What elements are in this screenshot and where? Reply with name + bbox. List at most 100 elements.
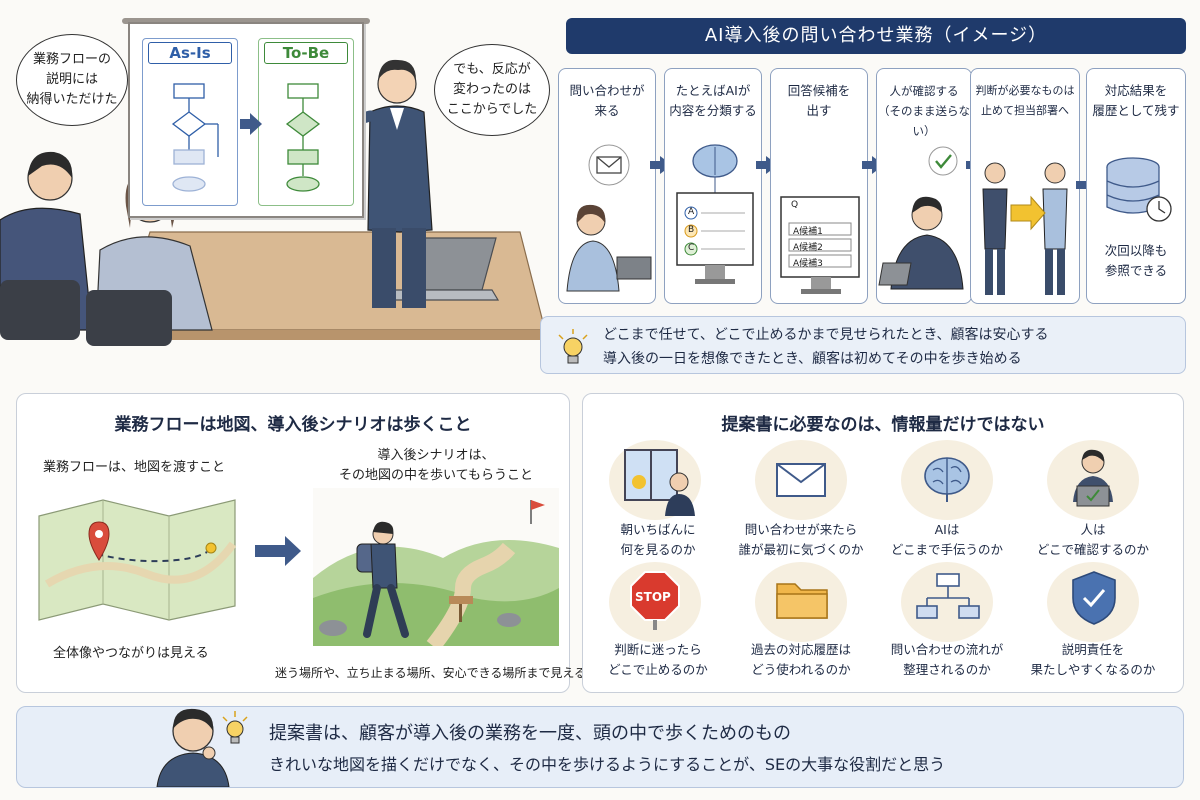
walk-caption: 導入後シナリオは、 その地図の中を歩いてもらうこと bbox=[321, 446, 551, 486]
flow-step-classify: たとえばAIが内容を分類する A B C bbox=[664, 68, 762, 304]
hiker-landscape-icon bbox=[313, 488, 559, 646]
step-text: （そのまま送らない） bbox=[878, 104, 970, 138]
bubble-left-line: 業務フローの bbox=[32, 52, 111, 67]
item-label-line: 問い合わせが来たら bbox=[744, 522, 858, 537]
stop-text: STOP bbox=[635, 590, 671, 604]
bubble-right-line: でも、反応が bbox=[453, 62, 531, 77]
item-label-line: 問い合わせの流れが bbox=[890, 642, 1004, 657]
person-laptop-icon bbox=[1073, 449, 1113, 507]
walk-caption-line: その地図の中を歩いてもらうこと bbox=[339, 468, 533, 483]
walk-caption-line: 導入後シナリオは、 bbox=[377, 448, 495, 463]
item-label-line: 何を見るのか bbox=[620, 542, 696, 557]
handover-icon bbox=[982, 162, 1068, 295]
shield-check-icon bbox=[1072, 571, 1116, 625]
step-text: たとえばAIが bbox=[675, 83, 751, 98]
step-text: 履歴として残す bbox=[1092, 103, 1180, 118]
flow-step-escalate: 判断が必要なものは止めて担当部署へ bbox=[970, 68, 1080, 304]
item-label: 説明責任を 果たしやすくなるのか bbox=[1018, 640, 1168, 680]
item-label-line: どこで止めるのか bbox=[608, 662, 708, 677]
item-label-line: 整理されるのか bbox=[903, 662, 991, 677]
bubble-left-line: 説明には bbox=[45, 72, 98, 87]
item-label: AIは どこまで手伝うのか bbox=[872, 520, 1022, 560]
item-label-line: 朝いちばんに bbox=[620, 522, 696, 537]
step-text: 問い合わせが bbox=[569, 83, 645, 98]
item-label: 問い合わせの流れが 整理されるのか bbox=[872, 640, 1022, 680]
insight-line: 導入後の一日を想像できたとき、顧客は初めてその中を歩き始める bbox=[603, 351, 1022, 367]
option-label: C bbox=[688, 243, 695, 253]
man-check-icon bbox=[878, 146, 964, 290]
step-footer: 参照できる bbox=[1104, 263, 1168, 278]
insight-line: どこまで任せて、どこで止めるかまで見せられたとき、顧客は安心する bbox=[603, 327, 1049, 343]
tobe-label: To-Be bbox=[264, 42, 348, 64]
flow-step-human-check: 人が確認する （そのまま送らない） bbox=[876, 68, 972, 304]
item-label-line: どこまで手伝うのか bbox=[890, 542, 1004, 557]
step-text: 内容を分類する bbox=[669, 103, 757, 118]
presentation-scene: As-Is To-Be 業務フローの 説明には bbox=[0, 0, 560, 385]
item-label: 朝いちばんに 何を見るのか bbox=[583, 520, 733, 560]
item-label-line: どこで確認するのか bbox=[1036, 542, 1150, 557]
folder-icon bbox=[776, 583, 828, 619]
woman-mail-icon bbox=[566, 144, 652, 292]
brain-icon bbox=[924, 457, 970, 502]
right-arrow-icon bbox=[255, 536, 301, 566]
item-label-line: 判断に迷ったら bbox=[614, 642, 702, 657]
candidate-label: A候補2 bbox=[793, 243, 823, 253]
walk-footer: 迷う場所や、立ち止まる場所、安心できる場所まで見える bbox=[275, 666, 587, 680]
step-text: 来る bbox=[594, 103, 620, 118]
conclusion-banner: 提案書は、顧客が導入後の業務を一度、頭の中で歩くためのもの きれいな地図を描くだ… bbox=[16, 706, 1184, 788]
flow-step-inquiry: 問い合わせが来る bbox=[558, 68, 656, 304]
database-clock-icon bbox=[1106, 157, 1172, 222]
flow-step-candidates: 回答候補を出す Q A候補1 A候補2 A候補3 bbox=[770, 68, 868, 304]
stop-sign-icon bbox=[630, 571, 680, 630]
item-label: 人は どこで確認するのか bbox=[1018, 520, 1168, 560]
flow-step-history: 対応結果を履歴として残す 次回以降も参照できる bbox=[1086, 68, 1186, 304]
bubble-right-line: ここからでした bbox=[446, 102, 538, 117]
flowchart-icon bbox=[916, 573, 980, 619]
candidate-label: A候補1 bbox=[793, 227, 823, 237]
speech-bubble-left: 業務フローの 説明には 納得いただけた bbox=[16, 34, 128, 126]
asis-label: As-Is bbox=[148, 42, 232, 64]
speech-bubble-right: でも、反応が 変わったのは ここからでした bbox=[434, 44, 550, 136]
proposal-panel: 提案書に必要なのは、情報量だけではない 朝いちばんに 何を見るのか 問い合わせが… bbox=[582, 393, 1184, 693]
item-label: 問い合わせが来たら 誰が最初に気づくのか bbox=[726, 520, 876, 560]
item-label: 過去の対応履歴は どう使われるのか bbox=[726, 640, 876, 680]
flowcharts bbox=[171, 83, 321, 192]
step-text: 判断が必要なものは bbox=[975, 84, 1075, 97]
step-text: 回答候補を bbox=[787, 83, 851, 98]
item-label-line: 説明責任を bbox=[1061, 642, 1125, 657]
envelope-icon bbox=[776, 463, 826, 497]
item-label-line: どう使われるのか bbox=[751, 662, 851, 677]
step-text: 対応結果を bbox=[1104, 83, 1168, 98]
projection-screen: As-Is To-Be bbox=[128, 22, 364, 218]
step-text: 人が確認する bbox=[889, 84, 959, 98]
proposal-panel-title: 提案書に必要なのは、情報量だけではない bbox=[721, 415, 1045, 435]
step-text: 止めて担当部署へ bbox=[981, 104, 1069, 117]
banner-line: きれいな地図を描くだけでなく、その中を歩けるようにすることが、SEの大事な役割だ… bbox=[269, 755, 946, 774]
window-person-icon bbox=[624, 449, 695, 516]
map-panel: 業務フローは地図、導入後シナリオは歩くこと 業務フローは、地図を渡すこと 導入後… bbox=[16, 393, 586, 693]
candidate-label: Q bbox=[791, 200, 799, 210]
item-label-line: 過去の対応履歴は bbox=[750, 642, 851, 657]
item-label: 判断に迷ったら どこで止めるのか bbox=[583, 640, 733, 680]
item-label-line: 果たしやすくなるのか bbox=[1030, 662, 1156, 677]
asis-frame bbox=[142, 38, 238, 206]
step-text: 出す bbox=[806, 103, 832, 118]
map-panel-title: 業務フローは地図、導入後シナリオは歩くこと bbox=[114, 415, 472, 435]
item-label-line: AIは bbox=[934, 522, 960, 537]
monitor-icon bbox=[780, 196, 860, 294]
candidate-label: A候補3 bbox=[793, 259, 823, 269]
brain-monitor-icon bbox=[676, 144, 754, 284]
screen-roller bbox=[122, 18, 370, 24]
bubble-left-line: 納得いただけた bbox=[26, 92, 118, 107]
banner-line: 提案書は、顧客が導入後の業務を一度、頭の中で歩くためのもの bbox=[269, 723, 791, 744]
flow-title: AI導入後の問い合わせ業務（イメージ） bbox=[566, 18, 1186, 54]
option-label: B bbox=[688, 225, 695, 235]
item-label-line: 誰が最初に気づくのか bbox=[738, 542, 864, 557]
insight-box: どこまで任せて、どこで止めるかまで見せられたとき、顧客は安心する 導入後の一日を… bbox=[540, 316, 1186, 374]
thinking-man-icon bbox=[156, 708, 248, 787]
map-footer: 全体像やつながりは見える bbox=[53, 646, 209, 661]
map-icon bbox=[38, 499, 237, 621]
lightbulb-icon bbox=[558, 329, 588, 364]
option-label: A bbox=[688, 207, 695, 217]
scene-illustration bbox=[0, 59, 546, 346]
